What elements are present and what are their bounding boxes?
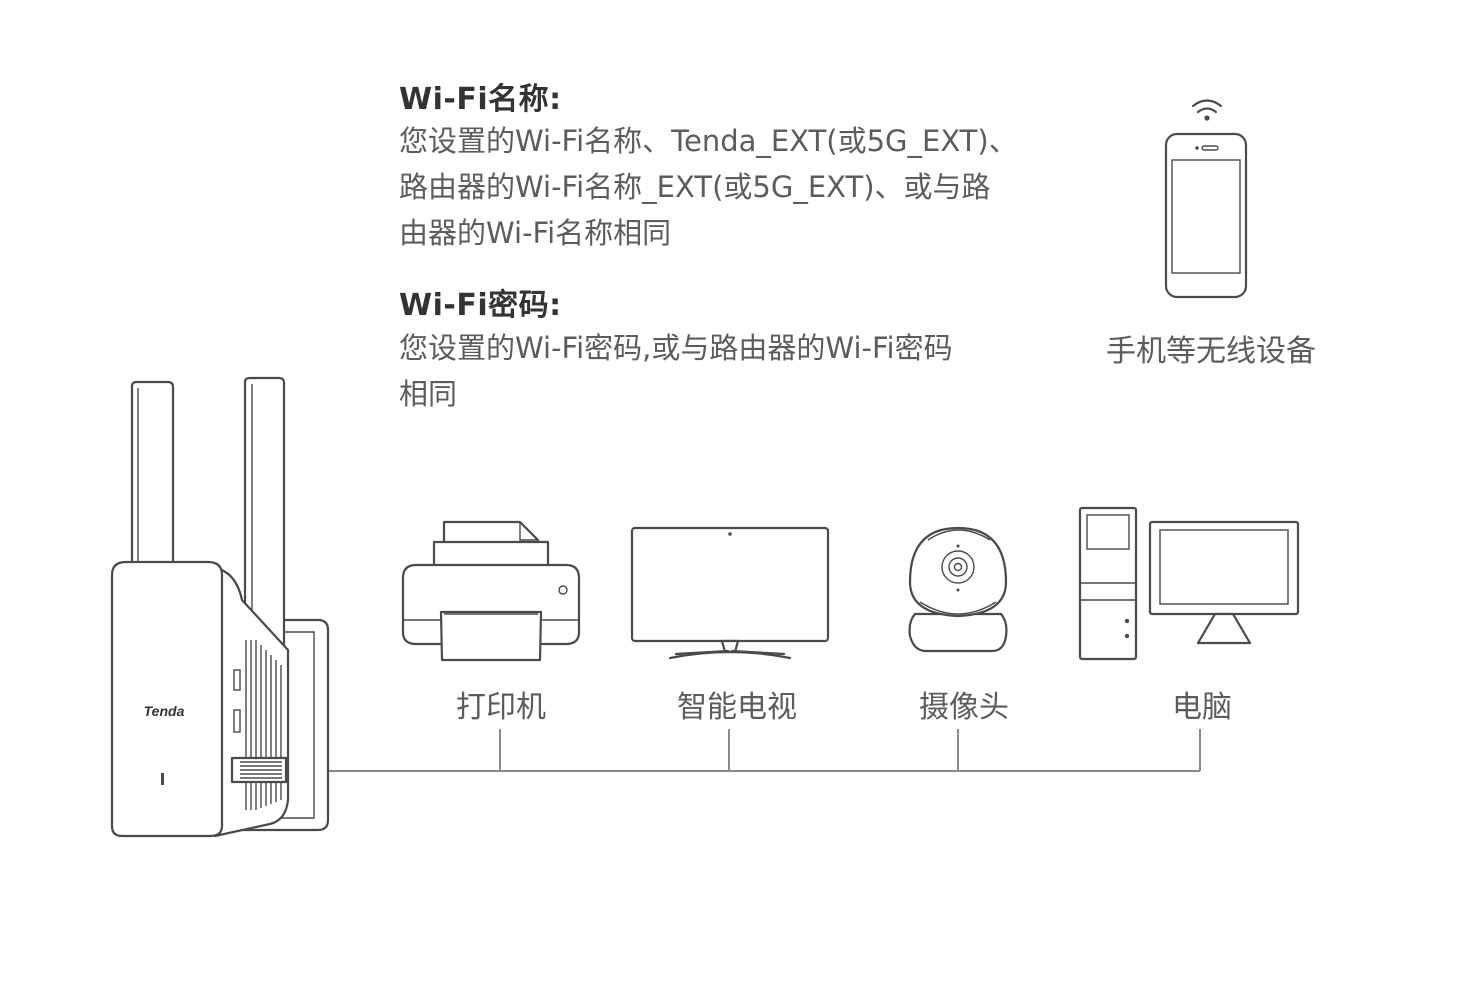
computer-label: 电脑 bbox=[1172, 690, 1232, 725]
extender-brand-logo: Tenda bbox=[144, 703, 185, 719]
ethernet-connection-lines bbox=[285, 729, 1201, 772]
wifi-password-heading: Wi-Fi密码: bbox=[399, 288, 562, 323]
camera-label: 摄像头 bbox=[919, 690, 1009, 725]
camera-icon bbox=[908, 526, 1008, 653]
wireless-device-label: 手机等无线设备 bbox=[1106, 334, 1316, 369]
smart-tv-label: 智能电视 bbox=[677, 690, 797, 725]
printer-icon bbox=[401, 520, 581, 662]
range-extender-icon: Tenda bbox=[110, 376, 330, 838]
wifi-name-heading: Wi-Fi名称: bbox=[399, 82, 562, 117]
wifi-name-line-2: 路由器的Wi-Fi名称_EXT(或5G_EXT)、或与路 bbox=[399, 170, 991, 204]
desktop-computer-icon bbox=[1078, 506, 1300, 661]
wifi-password-line-1: 您设置的Wi-Fi密码,或与路由器的Wi-Fi密码 bbox=[399, 331, 953, 365]
wifi-name-line-3: 由器的Wi-Fi名称相同 bbox=[399, 216, 672, 250]
smartphone-icon bbox=[1164, 99, 1248, 299]
wifi-name-line-1: 您设置的Wi-Fi名称、Tenda_EXT(或5G_EXT)、 bbox=[399, 124, 1018, 158]
printer-label: 打印机 bbox=[456, 690, 546, 725]
wifi-password-line-2: 相同 bbox=[399, 377, 458, 411]
smart-tv-icon bbox=[630, 526, 830, 660]
